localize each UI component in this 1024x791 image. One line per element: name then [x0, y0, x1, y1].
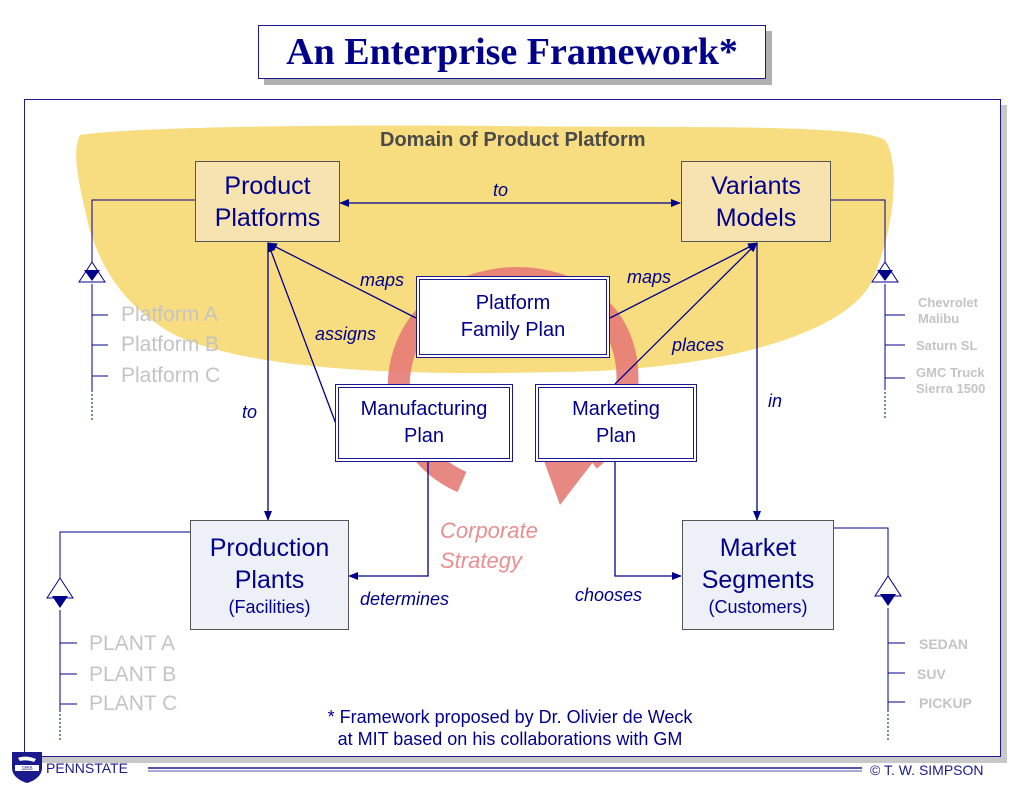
production-plants-node: Production Plants (Facilities)	[190, 520, 349, 630]
edge-family-plan-platforms	[267, 242, 417, 319]
edge-label-to-left: to	[242, 402, 258, 422]
edge-label-in: in	[768, 391, 783, 411]
product-platforms-line1: Product	[224, 171, 311, 200]
plant-item: PLANT B	[89, 663, 177, 686]
variant-item: Chevrolet Malibu	[918, 295, 978, 326]
product-platforms-node: Product Platforms	[195, 161, 340, 242]
market-segments-line1: Market	[719, 534, 797, 562]
segment-item: PICKUP	[919, 695, 972, 711]
edge-manufacturing-plants	[348, 462, 429, 580]
marketing-plan-line1: Marketing	[572, 398, 660, 420]
segment-item: SUV	[917, 666, 946, 682]
marketing-plan-line2: Plan	[595, 425, 637, 447]
product-platforms-line2: Platforms	[214, 203, 321, 232]
variants-models-line1: Variants	[711, 171, 801, 200]
title-box: An Enterprise Framework*	[258, 25, 766, 79]
pennstate-wordmark: PENNSTATE	[46, 760, 128, 776]
edge-label-determines: determines	[360, 589, 450, 609]
manufacturing-plan-line1: Manufacturing	[360, 398, 488, 420]
edge-manufacturing-platforms	[267, 242, 337, 425]
page-title: An Enterprise Framework*	[286, 31, 738, 73]
corporate-strategy-line1: Corporate	[440, 518, 538, 543]
plant-tree	[46, 531, 190, 740]
variant-item: GMC Truck Sierra 1500	[916, 365, 986, 396]
edge-marketing-segments	[614, 462, 682, 580]
edge-label-maps-right: maps	[627, 267, 672, 287]
footnote-line1: * Framework proposed by Dr. Olivier de W…	[327, 707, 693, 727]
production-plants-line2: Plants	[234, 566, 305, 594]
platform-item: Platform C	[121, 364, 221, 387]
manufacturing-plan-line2: Plan	[403, 425, 445, 447]
platform-family-plan-node: Platform Family Plan	[416, 276, 610, 358]
variant-tree	[830, 199, 905, 420]
edge-label-chooses: chooses	[575, 585, 643, 605]
segment-item: SEDAN	[919, 636, 969, 652]
market-segments-line2: Segments	[701, 566, 815, 594]
edge-label-to-top: to	[493, 180, 509, 200]
segment-tree	[833, 527, 905, 740]
pennstate-shield-logo: 1855	[10, 750, 44, 784]
marketing-plan-node: Marketing Plan	[535, 384, 697, 462]
platform-item: Platform B	[121, 333, 220, 356]
family-plan-line1: Platform	[475, 292, 551, 314]
edge-label-places: places	[672, 335, 725, 355]
copyright: © T. W. SIMPSON	[870, 762, 984, 778]
platform-item: Platform A	[121, 303, 218, 326]
footnote-line2: at MIT based on his collaborations with …	[337, 729, 683, 749]
plant-item: PLANT C	[89, 692, 178, 715]
variants-models-line2: Models	[715, 203, 797, 232]
shield-icon: 1855	[12, 752, 42, 783]
variants-models-node: Variants Models	[681, 161, 831, 242]
platform-tree	[78, 199, 195, 420]
market-segments-node: Market Segments (Customers)	[682, 520, 834, 630]
edge-marketing-variants	[614, 242, 758, 385]
variant-item: Saturn SL	[916, 338, 978, 353]
edge-label-maps-left: maps	[360, 270, 405, 290]
edge-label-assigns: assigns	[315, 324, 377, 344]
logo-year: 1855	[21, 766, 32, 772]
family-plan-line2: Family Plan	[460, 319, 566, 341]
plant-item: PLANT A	[89, 632, 175, 655]
edge-family-plan-variants	[609, 242, 758, 319]
production-plants-line3: (Facilities)	[228, 597, 311, 617]
domain-label: Domain of Product Platform	[380, 129, 646, 151]
production-plants-line1: Production	[209, 534, 330, 562]
corporate-strategy-label: Corporate Strategy	[440, 516, 538, 576]
manufacturing-plan-node: Manufacturing Plan	[335, 384, 513, 462]
corporate-strategy-line2: Strategy	[440, 548, 522, 573]
market-segments-line3: (Customers)	[708, 597, 808, 617]
footnote: * Framework proposed by Dr. Olivier de W…	[290, 706, 730, 750]
